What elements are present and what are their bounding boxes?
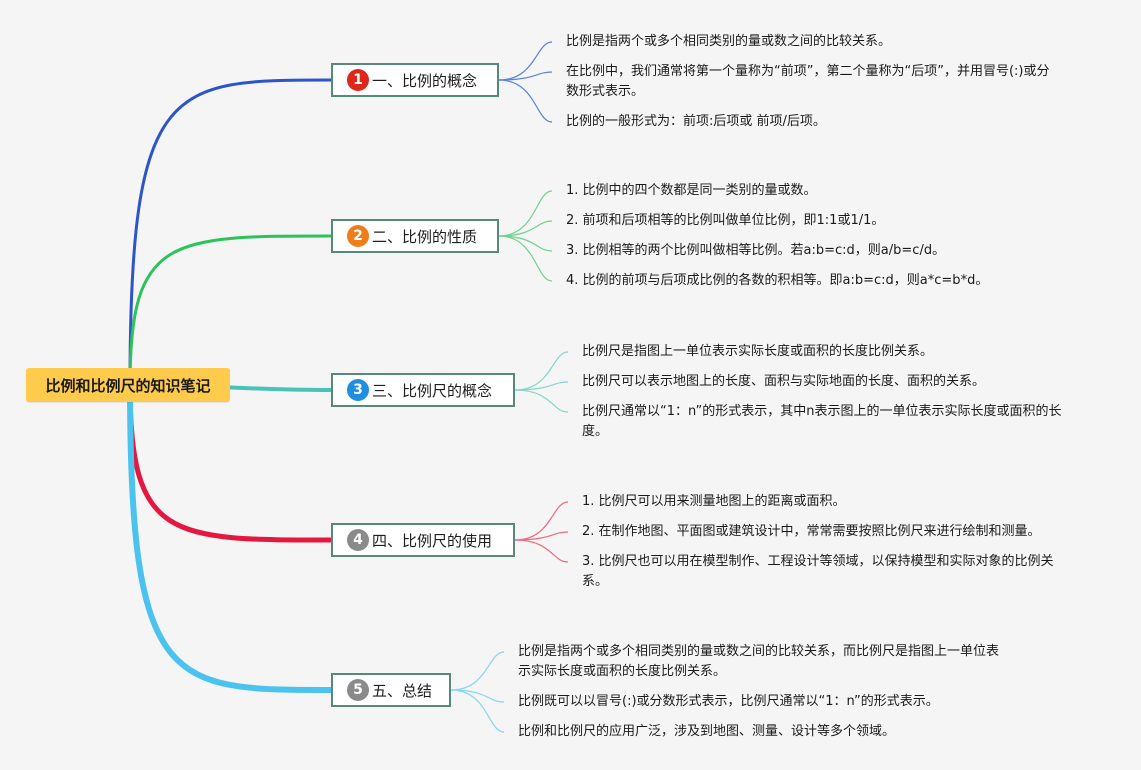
- leaf-connector: [514, 501, 569, 541]
- leaf-topic[interactable]: 比例尺通常以“1：n”的形式表示，其中n表示图上的一单位表示实际长度或面积的长度…: [582, 404, 1062, 439]
- leaf-topic[interactable]: 1. 比例尺可以用来测量地图上的距离或面积。: [582, 494, 846, 509]
- branch-connector-1: [128, 78, 333, 387]
- branch-connector-2: [128, 234, 333, 387]
- leaf-connector: [450, 689, 505, 733]
- leaf-topic[interactable]: 3. 比例尺也可以用在模型制作、工程设计等领域，以保持模型和实际对象的比例关系。: [582, 554, 1054, 589]
- branch-label: 四、比例尺的使用: [372, 531, 493, 550]
- number-badge-icon: 4: [347, 529, 369, 551]
- leaf-topic[interactable]: 比例尺可以表示地图上的长度、面积与实际地面的长度、面积的关系。: [582, 374, 986, 389]
- leaf-connector: [514, 351, 569, 391]
- branch-label: 五、总结: [372, 681, 433, 700]
- leaf-connector: [514, 531, 569, 541]
- leaf-connector: [498, 41, 553, 81]
- leaf-topic[interactable]: 2. 在制作地图、平面图或建筑设计中，常常需要按照比例尺来进行绘制和测量。: [582, 524, 1041, 539]
- root-topic[interactable]: 比例和比例尺的知识笔记: [26, 368, 230, 402]
- leaf-connector: [514, 381, 569, 391]
- leaf-topic[interactable]: 4. 比例的前项与后项成比例的各数的积相等。即a:b=c:d，则a*c=b*d。: [566, 273, 989, 288]
- number-badge-icon: 1: [347, 69, 369, 91]
- branch-label: 三、比例尺的概念: [372, 381, 493, 400]
- leaf-connector: [450, 689, 505, 703]
- leaf-topic[interactable]: 在比例中，我们通常将第一个量称为“前项”，第二个量称为“后项”，并用冒号(:)或…: [566, 64, 1050, 99]
- leaf-topic[interactable]: 2. 前项和后项相等的比例叫做单位比例，即1:1或1/1。: [566, 213, 885, 228]
- leaf-topic[interactable]: 比例尺是指图上一单位表示实际长度或面积的长度比例关系。: [582, 344, 934, 359]
- branch-connector-4: [127, 382, 334, 543]
- branch-label: 二、比例的性质: [372, 227, 478, 246]
- number-badge-icon: 2: [347, 225, 369, 247]
- leaf-connector: [450, 651, 505, 691]
- leaf-connector: [498, 190, 553, 237]
- leaf-connector: [498, 235, 553, 252]
- leaf-topic[interactable]: 比例既可以以冒号(:)或分数形式表示，比例尺通常以“1：n”的形式表示。: [518, 694, 939, 709]
- leaf-connector: [514, 539, 569, 563]
- leaf-connector: [498, 79, 553, 123]
- branch-label: 一、比例的概念: [372, 71, 478, 90]
- leaf-topic[interactable]: 比例和比例尺的应用广泛，涉及到地图、测量、设计等多个领域。: [518, 724, 896, 739]
- leaf-connector: [498, 235, 553, 282]
- number-badge-icon: 3: [347, 379, 369, 401]
- leaf-connector: [498, 220, 553, 237]
- number-badge-icon: 5: [347, 679, 369, 701]
- leaf-topic[interactable]: 比例是指两个或多个相同类别的量或数之间的比较关系。: [566, 34, 892, 49]
- leaf-topic[interactable]: 比例是指两个或多个相同类别的量或数之间的比较关系，而比例尺是指图上一单位表示实际…: [518, 644, 1000, 679]
- leaf-connector: [514, 389, 569, 413]
- leaf-topic[interactable]: 1. 比例中的四个数都是同一类别的量或数。: [566, 183, 817, 198]
- leaf-topic[interactable]: 3. 比例相等的两个比例叫做相等比例。若a:b=c:d，则a/b=c/d。: [566, 243, 946, 258]
- leaf-connector: [498, 71, 553, 81]
- leaf-topic[interactable]: 比例的一般形式为：前项:后项或 前项/后项。: [566, 114, 826, 129]
- branch-connector-5: [127, 382, 334, 693]
